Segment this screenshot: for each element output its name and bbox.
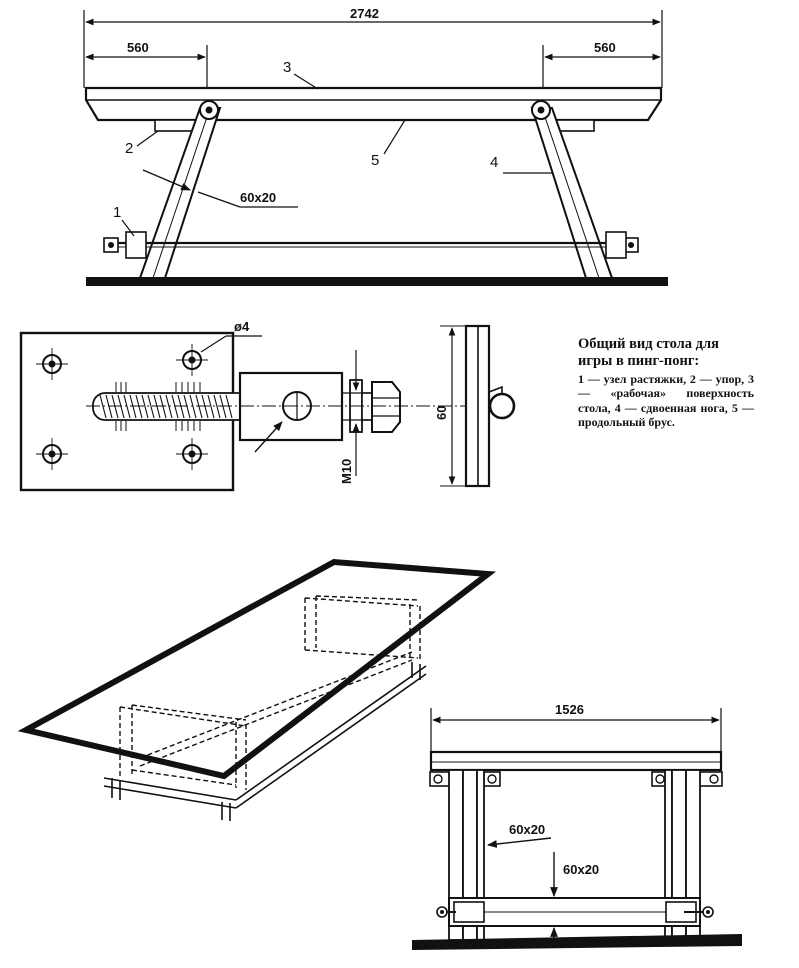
caption-title: Общий вид стола для игры в пинг-понг: — [578, 336, 719, 370]
tension-node-detail: ø4 — [19, 319, 516, 492]
perspective-view — [17, 558, 497, 821]
section-label-front-leg: 60x20 — [509, 822, 545, 837]
callout-1: 1 — [113, 204, 121, 221]
callout-3: 3 — [283, 59, 291, 76]
floor-front — [412, 934, 742, 950]
stop-block-left — [154, 119, 198, 132]
eye-ring — [488, 392, 516, 420]
bolt-thread-label: M10 — [339, 459, 354, 484]
weld-hatching — [115, 382, 201, 431]
leg-right — [530, 107, 614, 279]
dimension-right-offset: 560 — [594, 40, 616, 55]
bolt-shank — [361, 392, 373, 421]
hole-diameter-label: ø4 — [234, 319, 250, 334]
side-view: 2742 560 560 3 2 — [83, 6, 668, 286]
callout-4: 4 — [490, 154, 498, 171]
callout-5: 5 — [371, 152, 379, 169]
bolt-head — [371, 381, 401, 433]
dimension-width: 1526 — [555, 702, 584, 717]
floor-side — [86, 277, 668, 286]
tabletop-side — [84, 86, 663, 122]
tabletop-perspective — [17, 558, 497, 780]
dimension-total-length: 2742 — [350, 6, 379, 21]
dimension-left-offset: 560 — [127, 40, 149, 55]
front-view: 1526 — [412, 702, 742, 950]
caption-legend: 1 — узел растяжки, 2 — упор, 3 — «рабоча… — [578, 372, 754, 429]
callout-2: 2 — [125, 140, 133, 157]
mounting-holes — [36, 344, 208, 470]
leg-left — [138, 107, 222, 279]
figure-caption: Общий вид стола для игры в пинг-понг: 1 … — [578, 336, 754, 429]
tabletop-front — [429, 750, 723, 772]
plate-height-label: 60 — [434, 406, 449, 420]
section-label-front-rail: 60x20 — [563, 862, 599, 877]
stud-thread — [99, 394, 233, 419]
section-label-side: 60x20 — [240, 190, 276, 205]
